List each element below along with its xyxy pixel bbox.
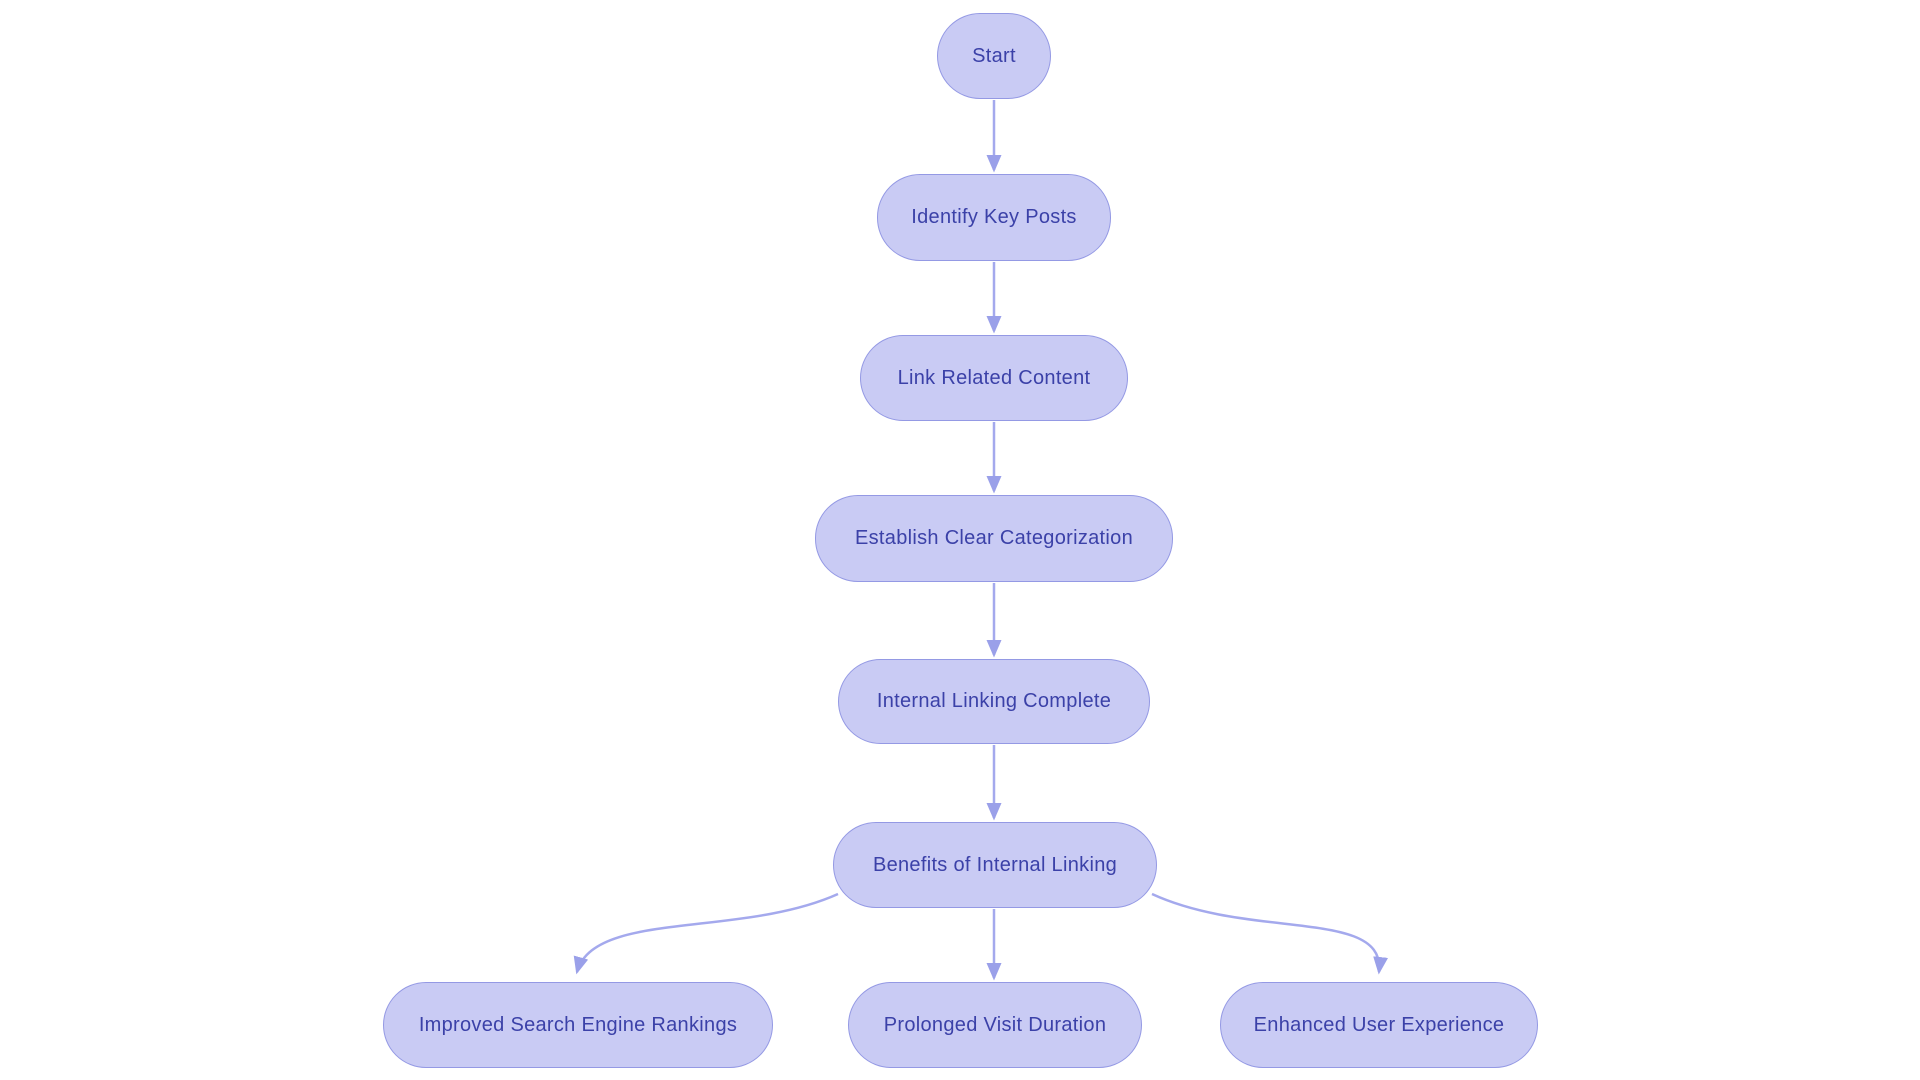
node-identify-key-posts-label: Identify Key Posts — [911, 206, 1077, 228]
node-identify-key-posts: Identify Key Posts — [877, 174, 1111, 261]
node-establish-clear-categorization: Establish Clear Categorization — [815, 495, 1173, 582]
node-improved-search-engine-rankings: Improved Search Engine Rankings — [383, 982, 773, 1068]
node-internal-linking-complete-label: Internal Linking Complete — [876, 690, 1112, 712]
edge-benefits-experience — [1151, 892, 1389, 975]
node-enhanced-user-experience-label: Enhanced User Experience — [1253, 1013, 1505, 1036]
node-prolonged-visit-duration: Prolonged Visit Duration — [848, 982, 1142, 1068]
node-benefits-of-internal-linking-label: Benefits of Internal Linking — [872, 853, 1118, 876]
node-establish-clear-categorization-label: Establish Clear Categorization — [854, 527, 1134, 549]
edge-benefits-rankings — [573, 892, 839, 975]
node-benefits-of-internal-linking: Benefits of Internal Linking — [833, 822, 1157, 908]
node-prolonged-visit-duration-label: Prolonged Visit Duration — [883, 1013, 1107, 1036]
node-enhanced-user-experience: Enhanced User Experience — [1220, 982, 1538, 1068]
node-start-label: Start — [972, 44, 1016, 67]
node-improved-search-engine-rankings-label: Improved Search Engine Rankings — [418, 1013, 738, 1036]
node-start: Start — [937, 13, 1051, 99]
node-internal-linking-complete: Internal Linking Complete — [838, 659, 1150, 744]
node-link-related-content-label: Link Related Content — [897, 366, 1091, 389]
node-link-related-content: Link Related Content — [860, 335, 1128, 421]
